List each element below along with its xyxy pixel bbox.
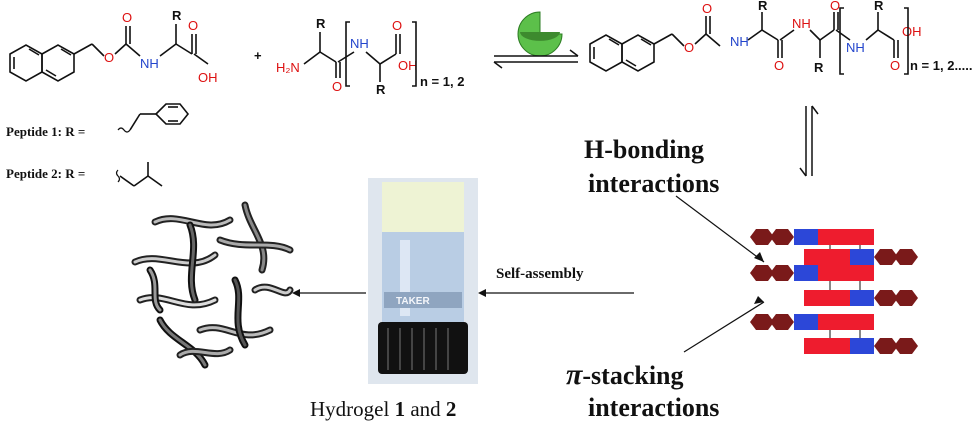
peptide-2-definition: Peptide 2: R = [6,162,163,187]
pi-symbol: π [566,358,583,391]
equilibrium-arrows-horizontal [493,49,579,69]
hydrogel-caption: Hydrogel 1 and 2 [310,397,456,421]
reactant-2-r-group-1: R [316,16,326,31]
caption-num-2: 2 [446,397,457,421]
reactant-2-n-range: n = 1, 2 [420,74,464,89]
reactant-1-r-group: R [172,8,182,23]
naphthalene-hex [750,229,774,245]
amide-oxygen: O [332,79,342,94]
carboxyl-oh: OH [198,70,218,85]
product-oh: OH [902,24,922,39]
vial-cap [382,182,464,232]
fiber-network-illustration [131,201,294,369]
repeat-bracket-right [412,21,417,87]
product-nh-2: NH [792,16,811,31]
vial-gel-body [382,232,464,322]
reactant-2-structure: + H₂N R O NH R O OH n = 1, 2 [254,16,464,97]
product-amide-oxygen-2: O [830,0,840,13]
peptide-2-label: Peptide 2: R = [6,166,85,181]
equilibrium-arrows-vertical [799,105,819,177]
plus-sign: + [254,48,262,63]
phenyl-ring-icon [154,103,190,125]
product-r-group-3: R [874,0,884,13]
peptide-1-definition: Peptide 1: R = [6,103,190,139]
reactant-1-structure: O O NH R O OH [9,8,218,85]
ether-oxygen: O [104,50,114,65]
enzyme-icon [517,11,563,57]
carboxyl-oxygen: O [188,18,198,33]
reactant-2-carboxyl-oxygen: O [392,18,402,33]
reactant-2-nh: NH [350,36,369,51]
product-structure: O O NH R O NH R O NH R O OH n = 1, 2. [589,0,973,75]
product-carboxyl-oxygen: O [890,58,900,73]
stacking-schematic [750,229,918,354]
vial-label: TAKER [396,296,430,307]
product-nh-1: NH [730,34,749,49]
caption-mid: and [405,397,446,421]
reactant-2-r-group-2: R [376,82,386,97]
product-r-group-2: R [814,60,824,75]
product-carbamate-oxygen: O [702,1,712,16]
arrow-to-network [292,289,366,297]
pi-stacking-rest: -stacking [582,361,683,390]
pi-stacking-label-line1: π-stacking [566,358,684,391]
amine-h2n: H₂N [276,60,300,75]
pi-stacking-label-line2: interactions [588,393,719,422]
caption-prefix: Hydrogel [310,397,395,421]
self-assembly-label: Self-assembly [496,266,584,282]
pi-stack-pointer [683,301,765,353]
self-assembly-arrow [478,289,634,297]
h-bonding-label-line1: H-bonding [584,135,704,164]
caption-num-1: 1 [395,397,406,421]
product-repeat-bracket-left [839,7,844,75]
product-n-range: n = 1, 2..... [910,58,973,73]
product-r-group-1: R [758,0,768,13]
product-nh-3: NH [846,40,865,55]
h-bond-pointer [675,195,765,263]
h-bonding-label-line2: interactions [588,169,719,198]
product-ether-oxygen: O [684,40,694,55]
carbamate-carbonyl-oxygen: O [122,10,132,25]
repeat-bracket-left [345,21,350,87]
product-repeat-bracket-right [904,7,909,75]
peptide-1-label: Peptide 1: R = [6,124,85,139]
reactant-2-oh: OH [398,58,418,73]
hydrogel-vial-photo: TAKER [368,178,478,384]
product-amide-oxygen-1: O [774,58,784,73]
naphthalene-ring-right [41,44,75,82]
carbamate-nh: NH [140,56,159,71]
